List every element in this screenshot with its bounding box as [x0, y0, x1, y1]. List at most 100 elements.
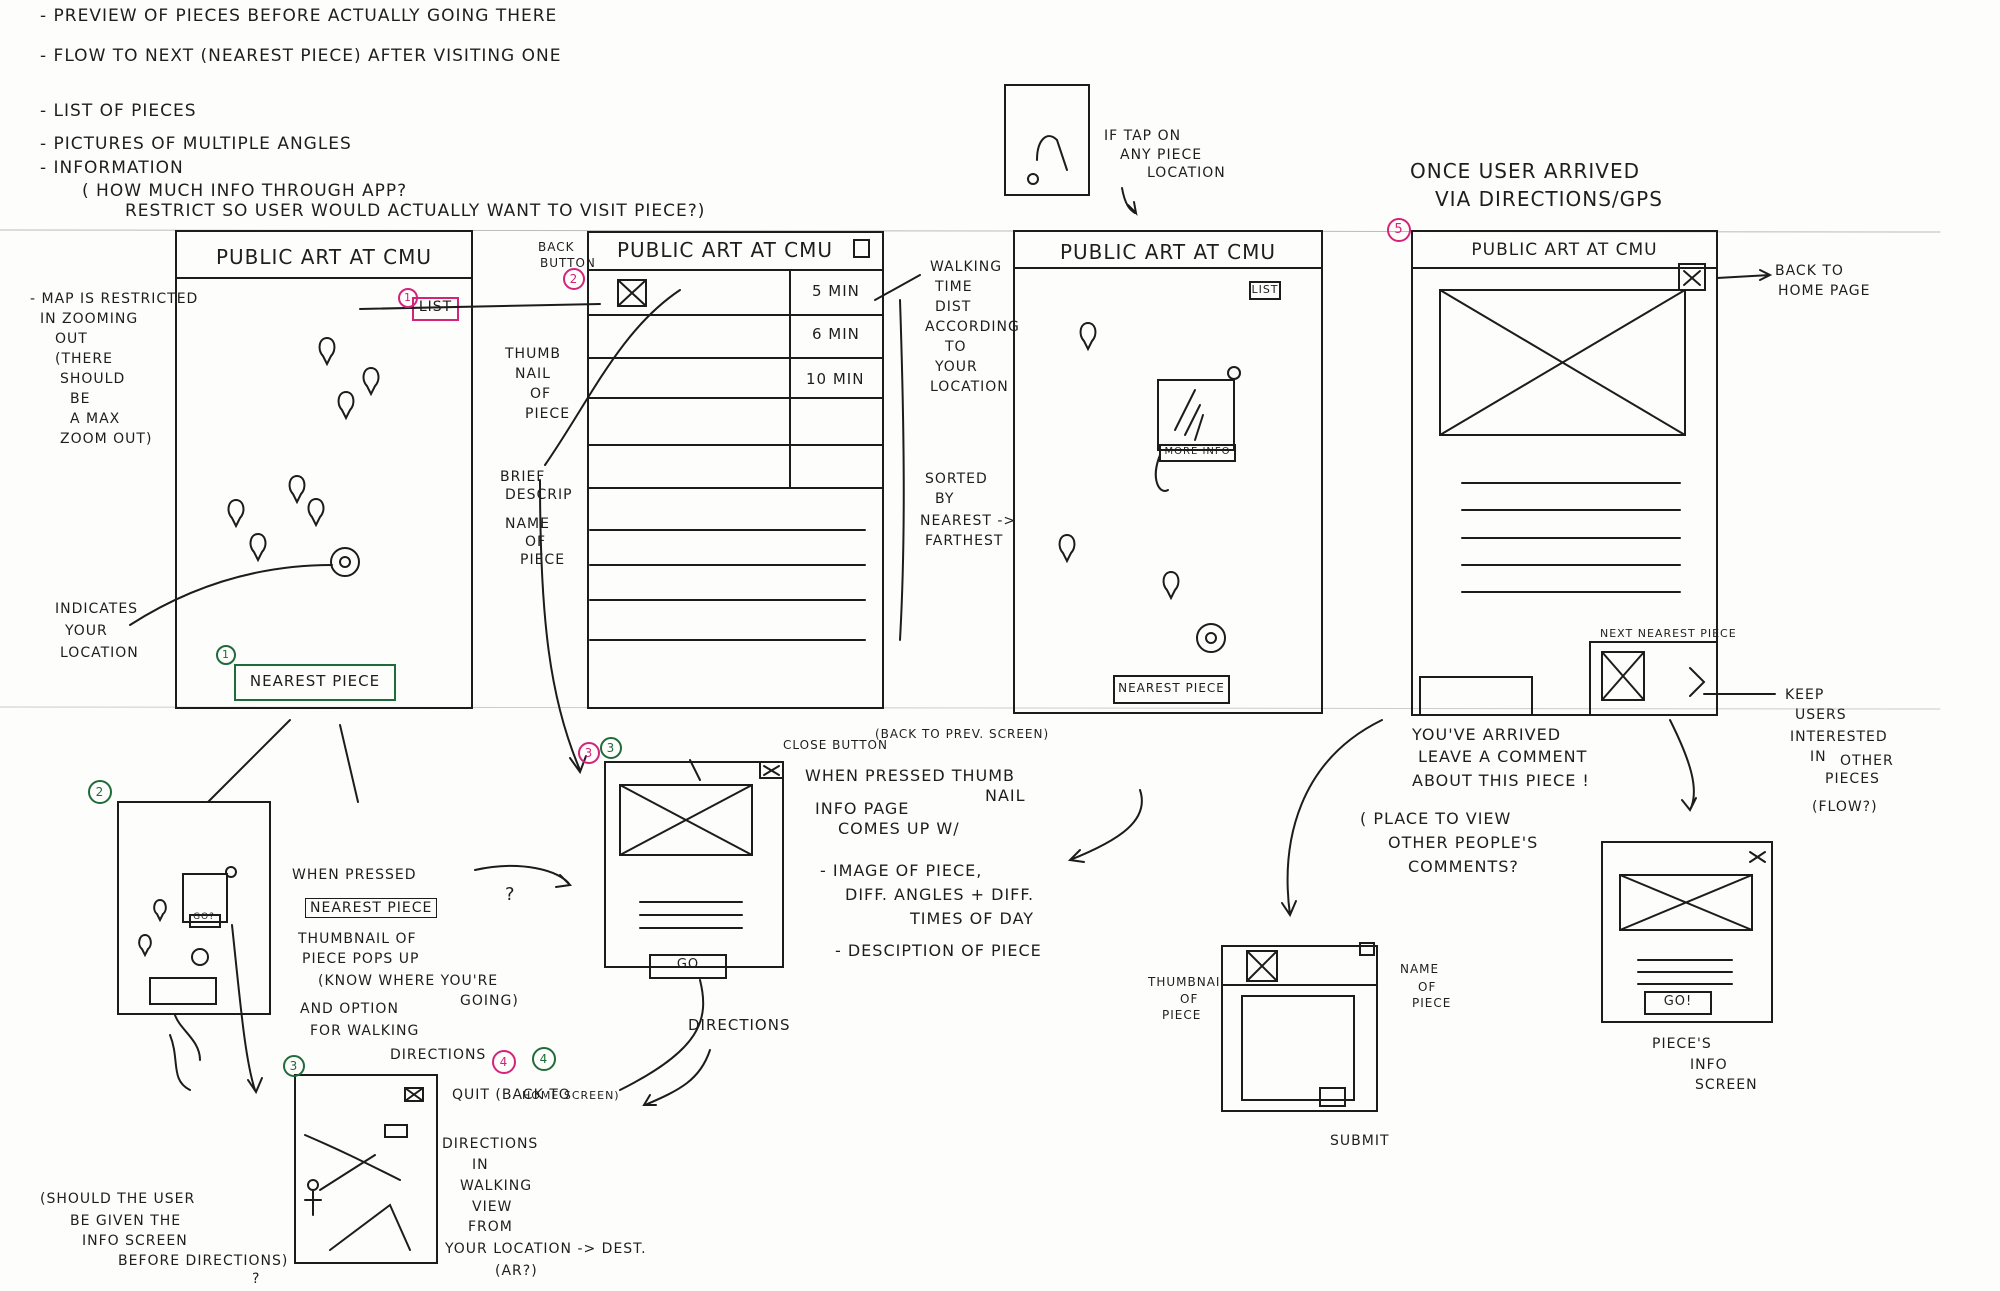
more-info-button[interactable]: MORE INFO — [1164, 446, 1231, 457]
popup-note-3: PIECE POPS UP — [302, 951, 420, 967]
badge-screen2: 2 — [563, 268, 585, 290]
note-location-0: INDICATES — [55, 601, 139, 617]
badge-dir-pink: 4 — [492, 1050, 516, 1074]
info-note-5: DIFF. ANGLES + DIFF. — [845, 885, 1035, 904]
pieces-caption-0: PIECE'S — [1652, 1036, 1712, 1052]
screen3-list-button[interactable]: LIST — [1251, 283, 1279, 296]
info-note-4: - IMAGE OF PIECE, — [820, 861, 983, 880]
back-home-0: BACK TO — [1775, 263, 1844, 279]
back-label-0: BACK — [538, 240, 575, 254]
arrived-1: LEAVE A COMMENT — [1418, 747, 1588, 766]
quit-note-0: QUIT (BACK TO — [452, 1087, 571, 1103]
note-map-restricted-5: BE — [70, 391, 91, 407]
screen1-title: PUBLIC ART at CMU — [215, 245, 433, 269]
dir-note-4: FROM — [468, 1219, 513, 1235]
note-map-restricted-3: (THERE — [55, 351, 113, 367]
pieces-caption-2: SCREEN — [1695, 1077, 1758, 1093]
next-nearest-label: NEXT NEAREST PIECE — [1600, 627, 1737, 640]
comment-name-0: NAME — [1400, 962, 1440, 976]
badge-popup: 2 — [88, 780, 112, 804]
keep-users-4: OTHER — [1840, 753, 1894, 769]
dir-question-4: ? — [252, 1271, 261, 1287]
close-label-0: CLOSE BUTTON — [783, 738, 888, 752]
screen1-frame — [175, 230, 473, 709]
note-thumb-3: PIECE — [525, 406, 571, 422]
screen3-frame — [1013, 230, 1323, 714]
badge-screen4: 5 — [1387, 218, 1411, 242]
dir-note-5: YOUR LOCATION -> DEST. — [445, 1241, 647, 1257]
info-note-3: COMES UP W/ — [838, 819, 960, 838]
note-map-restricted-0: - MAP IS RESTRICTED — [30, 291, 199, 307]
arrived-2: ABOUT THIS PIECE ! — [1412, 771, 1590, 790]
top-note-2: - FLOW TO NEXT (NEAREST PIECE) AFTER VIS… — [40, 46, 562, 66]
dir-question-0: (SHOULD THE USER — [40, 1191, 196, 1207]
note-thumb-2: OF — [530, 386, 552, 402]
top-note-1: - PREVIEW OF PIECES BEFORE ACTUALLY GOIN… — [40, 6, 558, 26]
badge-list: 1 — [398, 288, 418, 308]
comment-name-1: OF — [1418, 980, 1437, 994]
dir-question-3: BEFORE DIRECTIONS) — [118, 1253, 289, 1269]
note-thumb-1: NAIL — [515, 366, 551, 382]
place-view-1: OTHER PEOPLE'S — [1388, 833, 1539, 852]
note-map-restricted-6: A MAX — [70, 411, 121, 427]
time-2: 6 MIN — [812, 325, 860, 343]
back-home-1: HOME PAGE — [1778, 283, 1871, 299]
comment-thumb-0: THUMBNAIL — [1148, 975, 1229, 989]
note-map-restricted-1: IN ZOOMING — [40, 311, 139, 327]
dir-question-1: BE GIVEN THE — [70, 1213, 182, 1229]
note-map-restricted-4: SHOULD — [60, 371, 126, 387]
dir-note-2: WALKING — [460, 1178, 533, 1194]
note-walking-4: TO — [945, 339, 967, 355]
note-name-0: NAME — [505, 516, 550, 532]
info-note-0: WHEN PRESSED THUMB — [805, 766, 1016, 785]
screen3-title: PUBLIC ART at CMU — [1059, 240, 1277, 264]
note-sorted-0: SORTED — [925, 471, 988, 487]
popup-note-4: (KNOW WHERE YOU'RE — [318, 973, 499, 989]
list-button[interactable]: LIST — [418, 299, 453, 315]
badge-nearest: 1 — [216, 645, 236, 665]
tap-note-2: LOCATION — [1147, 165, 1226, 181]
note-walking-5: YOUR — [935, 359, 978, 375]
note-sorted-1: BY — [935, 491, 955, 507]
quit-note-1: HOME SCREEN) — [522, 1089, 620, 1102]
popup-note-2: THUMBNAIL OF — [298, 931, 417, 947]
comment-submit-label: SUBMIT — [1330, 1133, 1390, 1149]
pieces-caption-1: INFO — [1690, 1057, 1728, 1073]
comment-thumb-2: PIECE — [1162, 1008, 1202, 1022]
time-3: 10 MIN — [806, 370, 865, 388]
note-map-restricted-7: ZOOM OUT) — [60, 431, 153, 447]
note-name-1: OF — [525, 534, 547, 550]
screen2-title: PUBLIC ART AT CMU — [616, 238, 834, 262]
nearest-piece-button[interactable]: NEAREST PIECE — [249, 672, 381, 690]
dir-question-2: INFO SCREEN — [82, 1233, 188, 1249]
note-walking-2: DIST — [935, 299, 972, 315]
note-walking-1: TIME — [935, 279, 973, 295]
badge-info-pink: 3 — [578, 742, 600, 764]
dir-note-6: (AR?) — [495, 1263, 538, 1279]
top-note-3: - LIST OF PIECES — [40, 101, 197, 121]
info-go-button[interactable]: GO — [676, 957, 700, 972]
note-location-1: YOUR — [65, 623, 108, 639]
popup-note-8: DIRECTIONS — [390, 1047, 487, 1063]
popup-note-0: WHEN PRESSED — [292, 867, 417, 883]
comment-name-2: PIECE — [1412, 996, 1452, 1010]
note-walking-0: WALKING — [930, 259, 1003, 275]
badge-dir-green: 4 — [532, 1047, 556, 1071]
note-walking-6: LOCATION — [930, 379, 1009, 395]
keep-users-2: INTERESTED — [1790, 729, 1888, 745]
note-location-2: LOCATION — [60, 645, 139, 661]
pieces-go-button[interactable]: GO! — [1663, 994, 1693, 1009]
keep-users-6: (FLOW?) — [1812, 799, 1878, 815]
dir-note-1: IN — [472, 1157, 489, 1173]
keep-users-3: IN — [1810, 749, 1827, 765]
note-sorted-2: NEAREST -> — [920, 513, 1017, 529]
screen4-title: PUBLIC ART at CMU — [1471, 240, 1658, 260]
popup-note-6: AND OPTION — [300, 1001, 399, 1017]
note-brief-1: DESCRIP — [505, 487, 573, 503]
popup-go-button[interactable]: GO? — [193, 912, 215, 922]
place-view-0: ( PLACE TO VIEW — [1360, 809, 1512, 828]
top-note-5: - INFORMATION — [40, 158, 184, 178]
tap-note-0: IF TAP ON — [1104, 128, 1182, 144]
screen3-nearest-button[interactable]: NEAREST PIECE — [1118, 681, 1225, 695]
